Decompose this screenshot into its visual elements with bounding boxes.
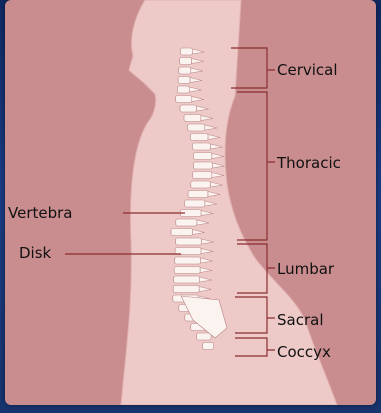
label-disk: Disk: [19, 244, 51, 262]
vertebra-body: [188, 124, 205, 131]
vertebra-body: [174, 267, 200, 274]
vertebra-body: [180, 58, 192, 65]
label-cervical: Cervical: [277, 61, 338, 79]
vertebra-body: [194, 162, 213, 169]
vertebra-body: [176, 96, 192, 103]
vertebra-body: [193, 172, 212, 179]
vertebra-body: [176, 238, 202, 245]
vertebra-body: [173, 286, 199, 293]
vertebra-body: [191, 181, 211, 188]
label-vertebra: Vertebra: [8, 204, 72, 222]
vertebra-body: [179, 67, 191, 74]
vertebra-body: [174, 276, 200, 283]
vertebra-body: [177, 86, 189, 93]
vertebra-body: [190, 134, 208, 141]
bracket-thoracic: [237, 92, 275, 240]
vertebra-body: [171, 229, 193, 236]
label-coccyx: Coccyx: [277, 343, 331, 361]
label-lumbar: Lumbar: [277, 260, 334, 278]
vertebra-body: [185, 200, 205, 207]
vertebra-body: [180, 105, 197, 112]
vertebra-body: [175, 257, 201, 264]
vertebra-body: [203, 343, 214, 350]
vertebra-body: [188, 191, 208, 198]
vertebra-body: [184, 115, 201, 122]
diagram-frame: Cervical Thoracic Lumbar Sacral Coccyx V…: [5, 0, 376, 405]
vertebra-body: [180, 48, 192, 55]
label-thoracic: Thoracic: [277, 154, 341, 172]
vertebra-body: [178, 77, 190, 84]
vertebra-body: [192, 143, 210, 150]
vertebra-body: [176, 219, 197, 226]
vertebra-body: [193, 153, 212, 160]
vertebra-body: [197, 333, 212, 340]
label-sacral: Sacral: [277, 311, 324, 329]
